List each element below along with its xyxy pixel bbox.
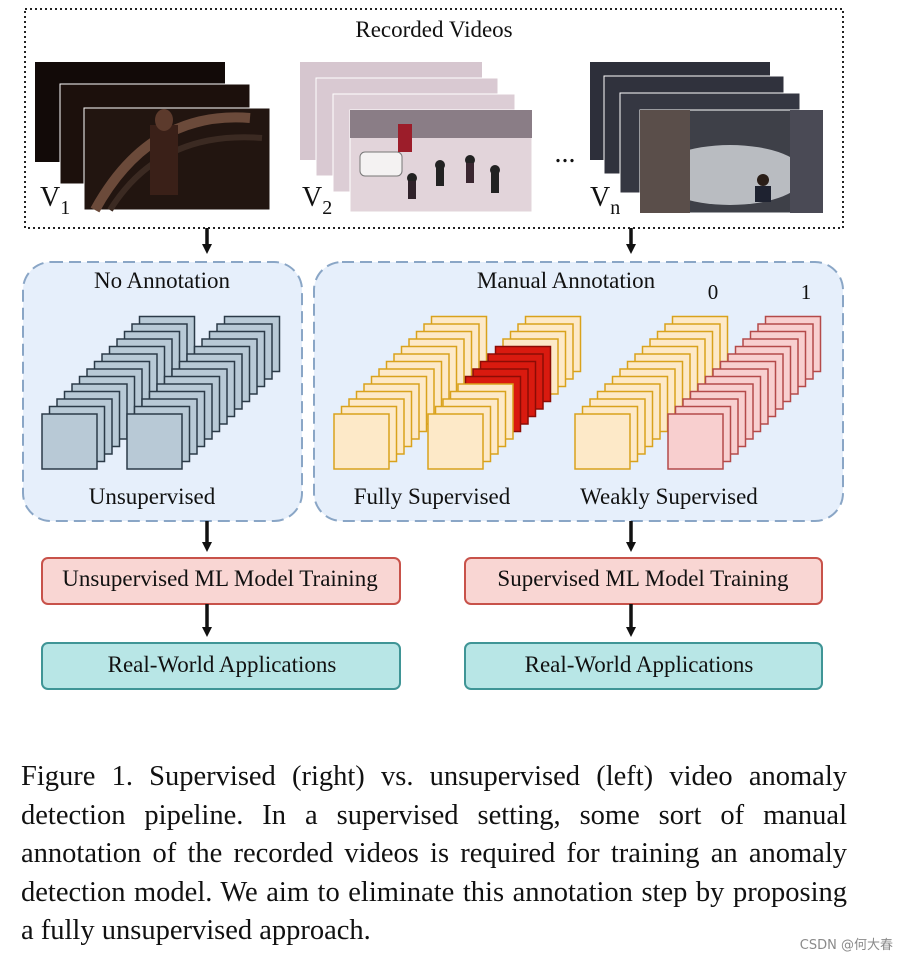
supervised-training-box [464, 557, 823, 605]
video-v1-label: V1 [40, 182, 70, 219]
unlabeled-stack-2 [126, 315, 281, 470]
unsupervised-caption: Unsupervised [89, 484, 216, 509]
bag-label-anomaly: 1 [801, 280, 812, 304]
unlabeled-stack-1 [41, 315, 196, 470]
unsupervised-training-box [41, 557, 401, 605]
fully-supervised-stack-2 [427, 315, 582, 470]
figure-caption: Figure 1. Supervised (right) vs. unsuper… [21, 761, 847, 946]
labeled-frame-stacks [333, 315, 822, 470]
video-v1-thumbnails [35, 62, 271, 213]
video-v2-label: V2 [302, 182, 332, 219]
weakly-supervised-stack-normal [574, 315, 729, 470]
unlabeled-frame-stacks [41, 315, 281, 470]
ellipsis: ... [555, 138, 576, 169]
manual-annotation-title: Manual Annotation [477, 268, 656, 293]
applications-box-left [41, 642, 401, 690]
video-vn-label: Vn [590, 182, 620, 219]
applications-label-left: Real-World Applications [108, 652, 337, 677]
weakly-supervised-stack-anomaly [667, 315, 822, 470]
unsupervised-training-label: Unsupervised ML Model Training [62, 566, 378, 591]
fully-supervised-caption: Fully Supervised [354, 484, 511, 509]
video-v2-thumbnails [300, 62, 533, 213]
applications-box-right [464, 642, 823, 690]
bag-label-normal: 0 [708, 280, 719, 304]
supervised-training-label: Supervised ML Model Training [497, 566, 789, 591]
no-annotation-title: No Annotation [94, 268, 231, 293]
fully-supervised-stack-1 [333, 315, 488, 470]
watermark: CSDN @何大春 [799, 938, 893, 953]
pipeline-diagram: Recorded Videos V1 V2 ... [22, 8, 844, 690]
video-vn-thumbnails [590, 62, 824, 214]
recorded-videos-box [24, 8, 844, 229]
applications-label-right: Real-World Applications [525, 652, 754, 677]
weakly-supervised-caption: Weakly Supervised [580, 484, 758, 509]
recorded-videos-title: Recorded Videos [355, 17, 512, 42]
